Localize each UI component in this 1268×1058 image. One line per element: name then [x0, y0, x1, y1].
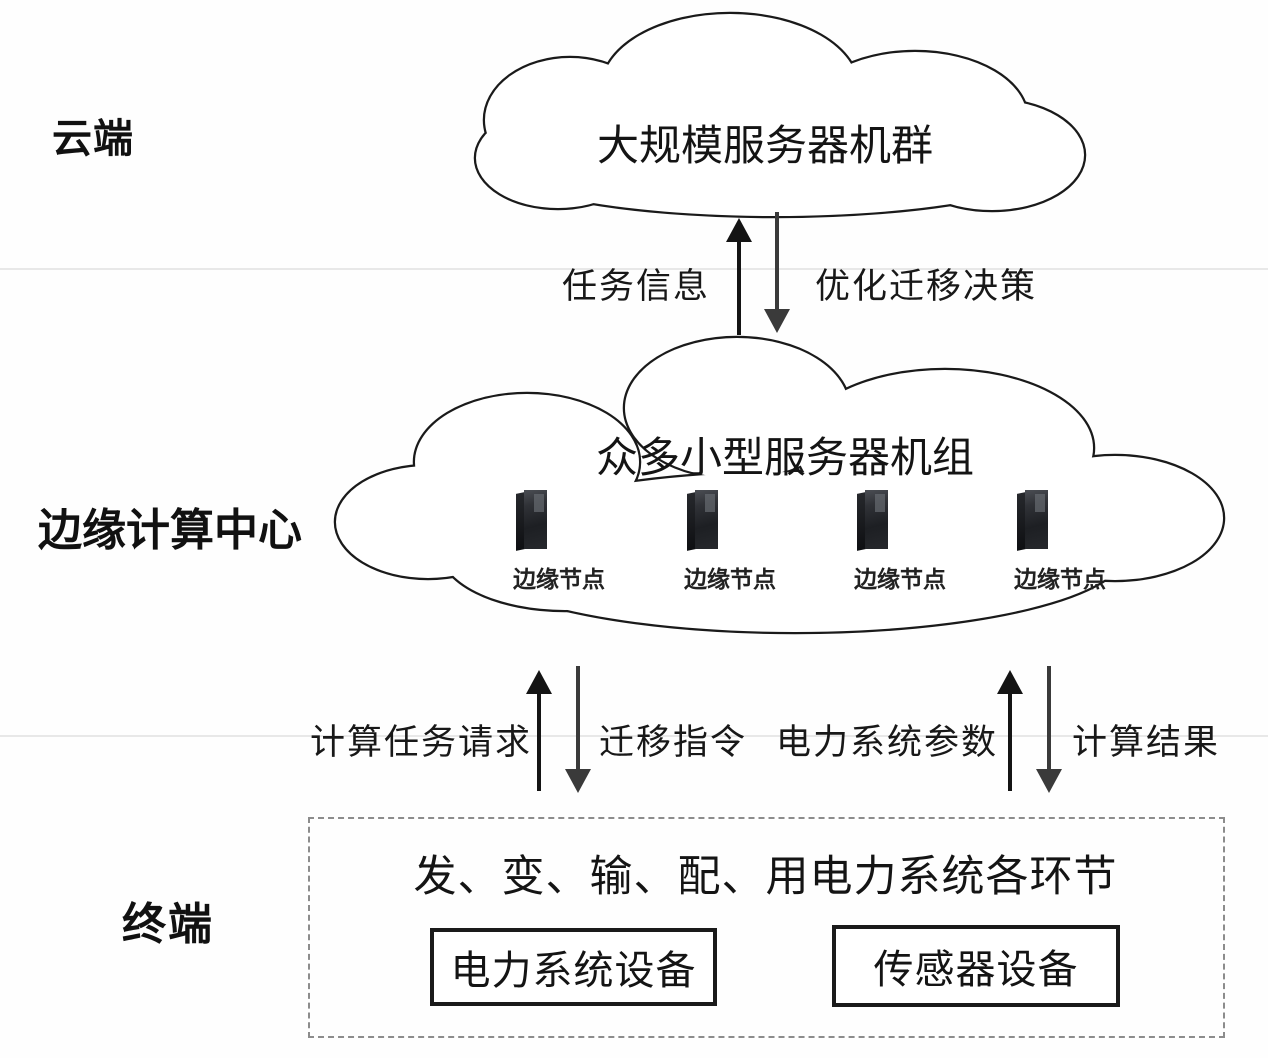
server-tower-icon — [857, 490, 888, 552]
flow-label-power-params: 电力系统参数 — [776, 723, 999, 762]
sensor-device-box: 传感器设备 — [832, 925, 1120, 1007]
arrow-task-info-up — [726, 218, 752, 335]
scan-artifact-line — [0, 735, 1268, 737]
server-tower-icon — [1017, 490, 1048, 552]
arrow-migration-decision-down — [764, 212, 790, 333]
edge-tier-title: 众多小型服务器机组 — [595, 434, 974, 481]
tier-label-terminal: 终端 — [122, 900, 214, 949]
terminal-title: 发、变、输、配、用电力系统各环节 — [413, 853, 1118, 901]
server-tower-icon — [516, 490, 547, 552]
arrow-migration-cmd-down — [565, 666, 591, 793]
flow-label-migration-cmd: 迁移指令 — [599, 723, 748, 762]
flow-label-task-request: 计算任务请求 — [310, 723, 533, 762]
terminal-dashed-box — [308, 817, 1225, 1038]
scan-artifact-line — [0, 268, 1268, 270]
edge-node-label: 边缘节点 — [684, 566, 776, 592]
cloud-tier-title: 大规模服务器机群 — [596, 122, 933, 169]
server-tower-icon — [687, 490, 718, 552]
arrow-compute-result-down — [1036, 666, 1062, 793]
flow-label-compute-result: 计算结果 — [1072, 723, 1221, 762]
flow-label-migration-decision: 优化迁移决策 — [815, 267, 1038, 306]
tier-label-edge: 边缘计算中心 — [38, 506, 302, 555]
tier-label-cloud: 云端 — [52, 117, 134, 161]
edge-node-label: 边缘节点 — [513, 566, 605, 592]
arrow-power-params-up — [997, 670, 1023, 791]
power-system-device-box: 电力系统设备 — [430, 928, 717, 1006]
edge-node-label: 边缘节点 — [854, 566, 946, 592]
flow-label-task-info: 任务信息 — [562, 267, 711, 306]
edge-node-label: 边缘节点 — [1014, 566, 1106, 592]
arrow-task-request-up — [526, 670, 552, 791]
